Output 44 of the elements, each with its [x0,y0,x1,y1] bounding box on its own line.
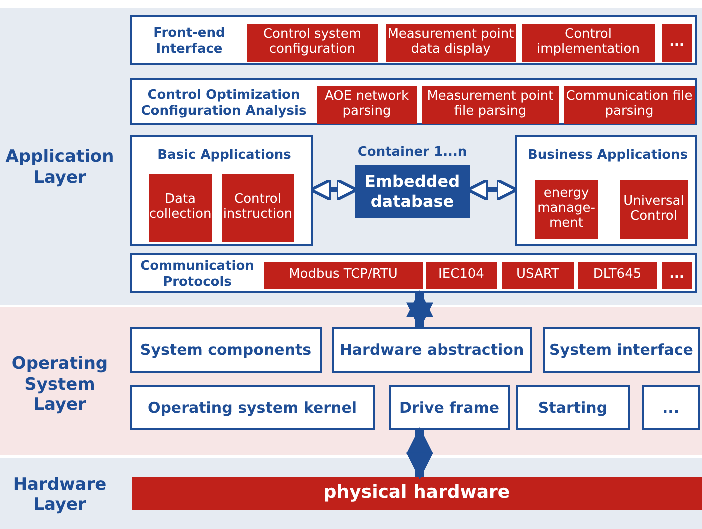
module-panel [515,135,697,246]
panel-title: Business Applications [526,147,690,166]
layer-band [0,458,702,529]
component-tile: Drive frame [389,385,510,430]
double-arrow [406,290,434,330]
function-tile: ... [662,262,692,289]
component-tile: System components [130,327,322,373]
layer-band [0,8,702,305]
module-panel [130,135,313,246]
panel-title: Control Optimization Configuration Analysis [140,87,308,121]
function-tile: Control system configuration [247,24,378,62]
panel-title: Basic Applications [156,147,292,166]
function-tile: physical hardware [132,477,702,510]
function-tile: ... [662,24,692,62]
layer-title: Hardware Layer [12,474,108,517]
module-panel [130,15,697,65]
function-tile: Control instruction [222,174,294,242]
component-tile: Operating system kernel [130,385,375,430]
function-tile: Communication file parsing [564,86,695,124]
component-tile: Starting [516,385,630,430]
panel-title: Front-end Interface [152,25,226,59]
database-box: Embedded database [355,165,470,218]
function-tile: Measurement point file parsing [422,86,559,124]
panel-title: Communication Protocols [140,258,256,292]
layer-band [0,307,702,455]
container-label: Container 1...n [356,144,468,162]
function-tile: Modbus TCP/RTU [264,262,423,289]
function-tile: Data collection [149,174,212,242]
function-tile: Control implementation [522,24,655,62]
component-tile: Hardware abstraction [332,327,532,373]
function-tile: IEC104 [426,262,497,289]
module-panel [130,78,697,125]
function-tile: Universal Control [620,180,688,239]
function-tile: Measurement point data display [386,24,516,62]
module-panel [130,253,697,293]
function-tile: energy manage- ment [535,180,598,239]
component-tile: System interface [543,327,700,373]
function-tile: AOE network parsing [317,86,417,124]
function-tile: USART [502,262,574,289]
layer-title: Operating System Layer [10,353,110,418]
component-tile: ... [642,385,700,430]
function-tile: DLT645 [578,262,657,289]
double-arrow [406,427,434,480]
layer-title: Application Layer [5,146,115,190]
